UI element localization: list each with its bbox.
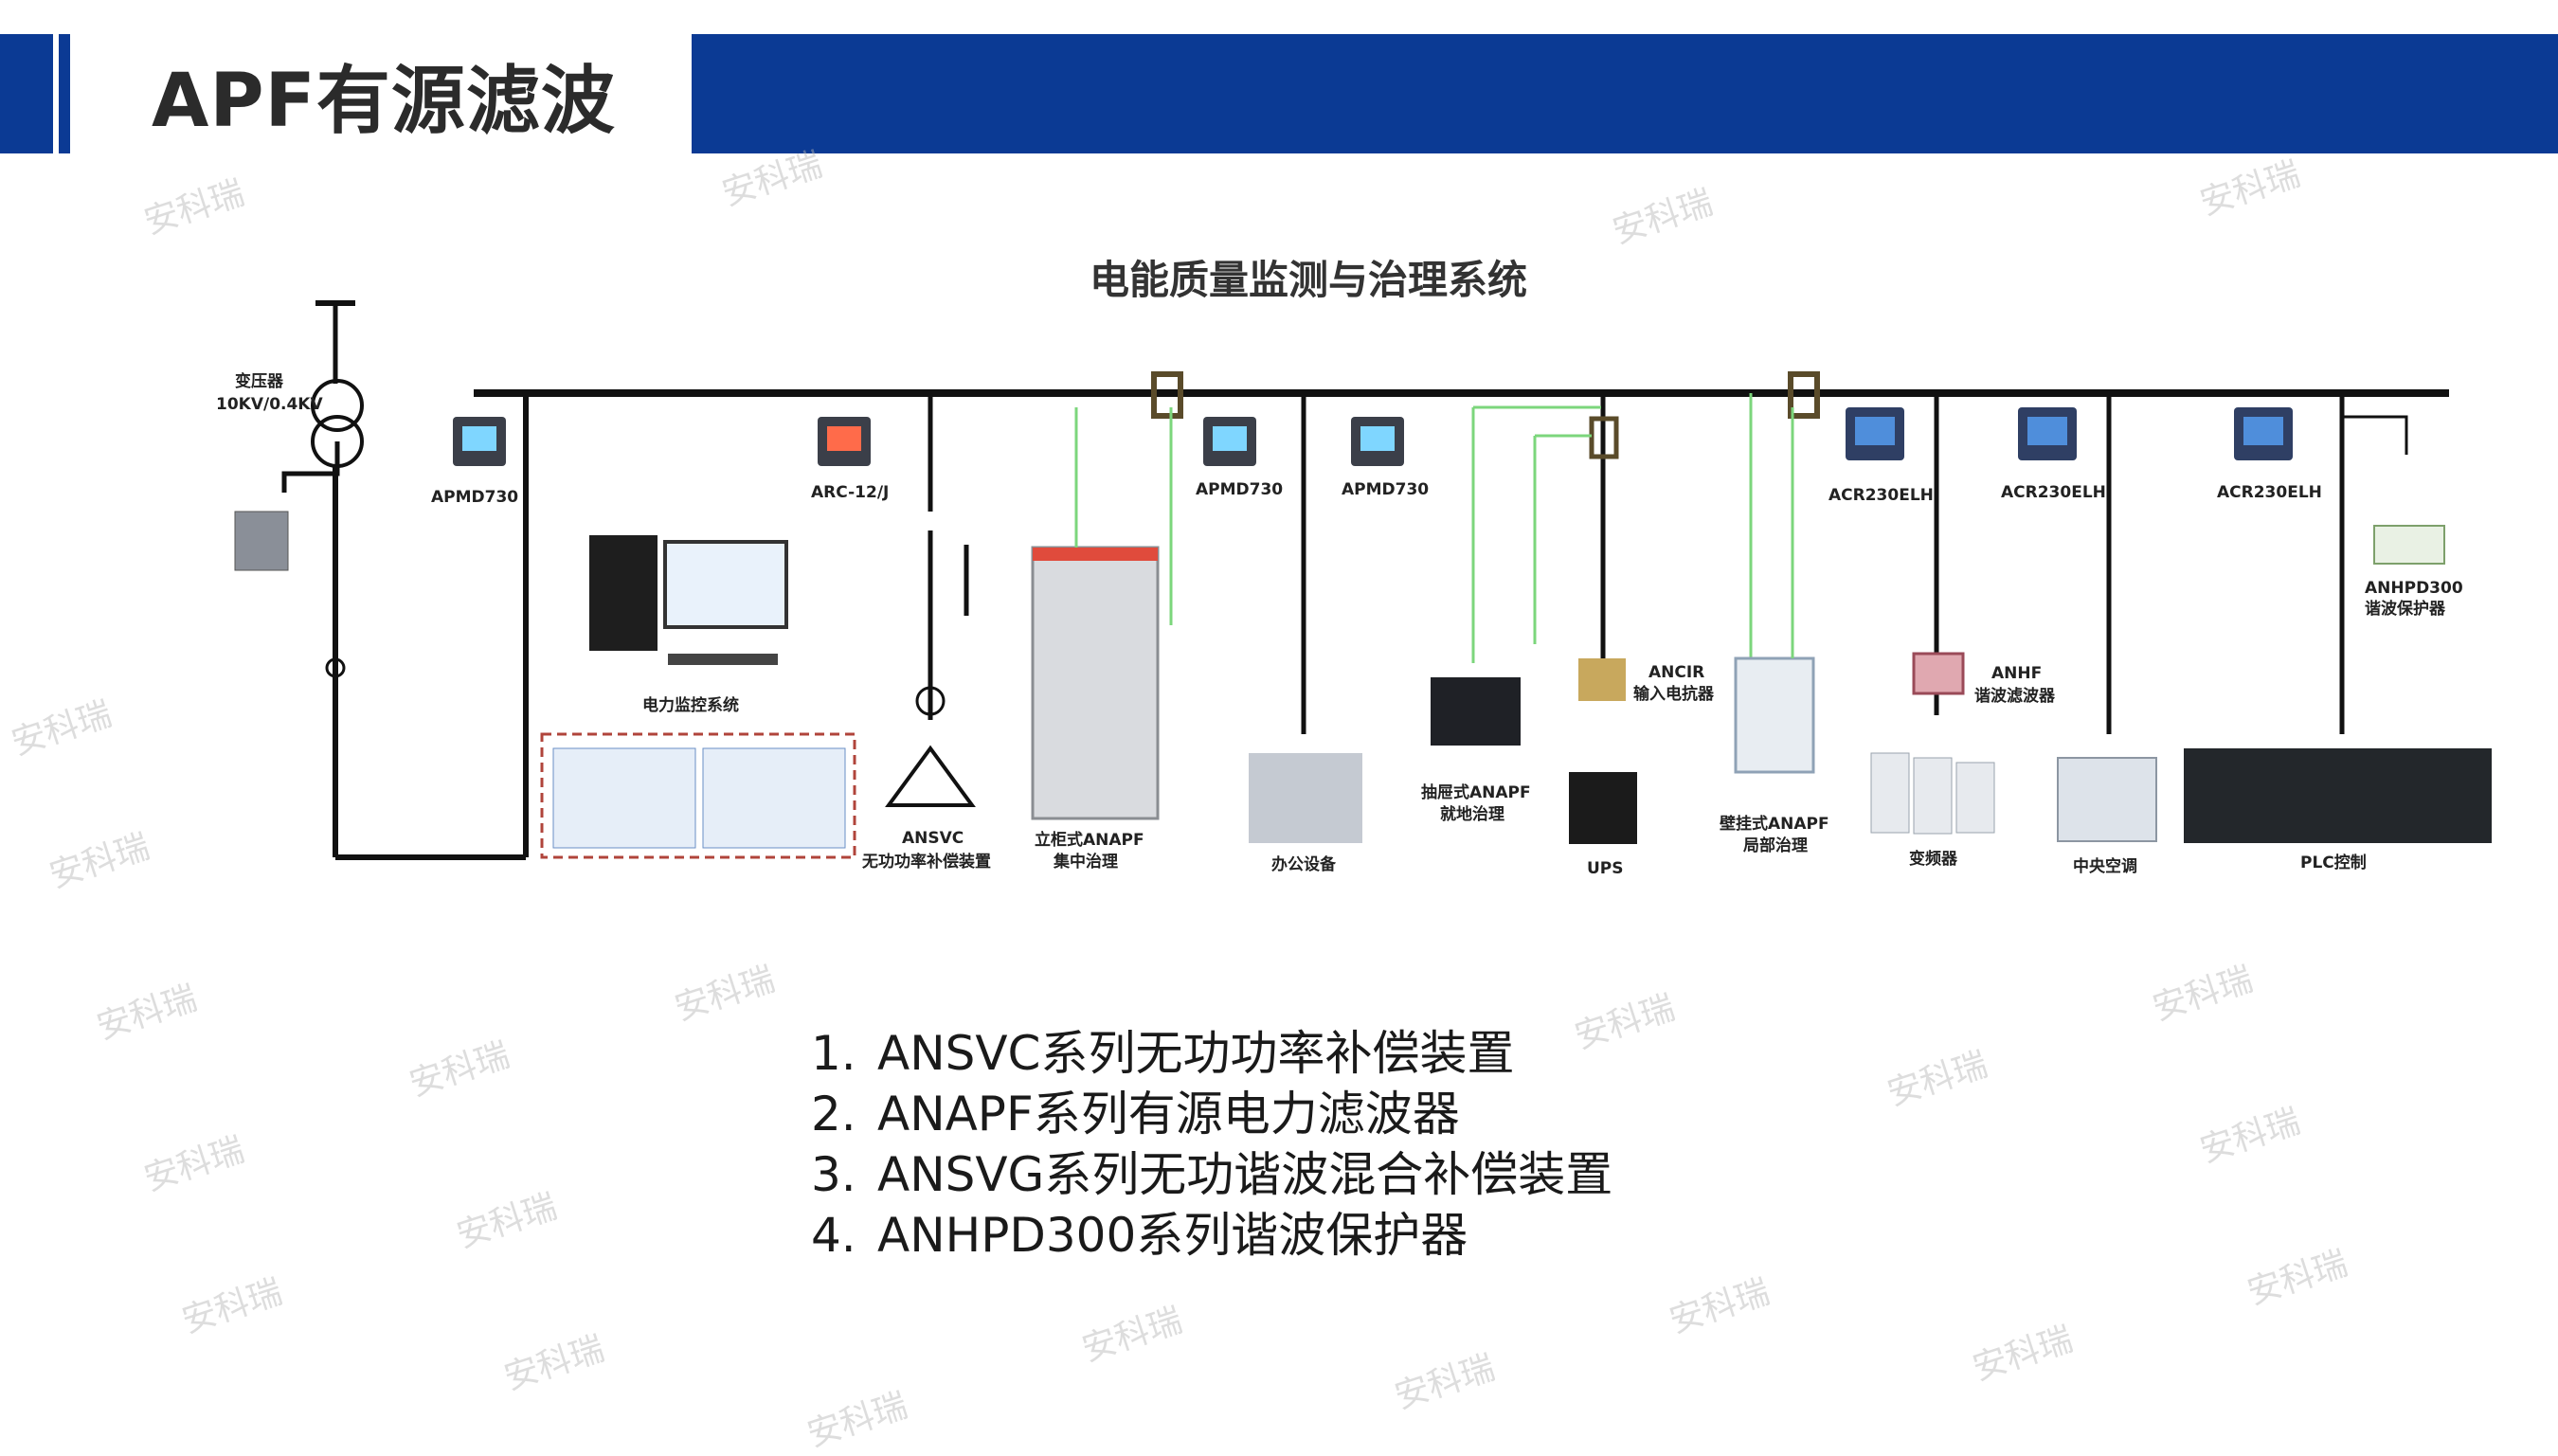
transformer-photo-icon [234, 511, 289, 571]
label-anhf-2: 谐波滤波器 [1974, 686, 2056, 706]
label-cabinet-apf-2: 集中治理 [1053, 852, 1118, 872]
label-ansvc-name: ANSVC [902, 829, 964, 848]
bus-ct-icon [1151, 371, 1183, 419]
ups-icon [1569, 772, 1637, 844]
scada-screen-icon [702, 747, 846, 849]
label-apmd-1: APMD730 [431, 488, 518, 507]
label-apmd-3: APMD730 [1342, 480, 1429, 499]
slide-title: APF有源滤波 [152, 59, 616, 144]
server-icon [589, 535, 658, 651]
label-cabinet-apf-1: 立柜式ANAPF [1035, 830, 1144, 850]
label-acr-1: ACR230ELH [1828, 486, 1934, 505]
scada-screen-icon [552, 747, 696, 849]
label-wall-apf-2: 局部治理 [1743, 836, 1808, 855]
list-item: 2.ANAPF系列有源电力滤波器 [811, 1087, 1460, 1141]
bus-ct-icon [1788, 371, 1820, 419]
label-transformer: 变压器 [235, 371, 284, 391]
ct-symbol-icon [325, 657, 346, 678]
branch-ct-icon [1589, 416, 1619, 459]
inverter-icon [1870, 752, 1910, 834]
header-accent-bar [0, 34, 53, 153]
drawer-apf-icon [1431, 677, 1521, 746]
header-accent-bar-thin [59, 34, 70, 153]
label-ancir-2: 输入电抗器 [1633, 684, 1715, 704]
label-drawer-apf-1: 抽屉式ANAPF [1421, 782, 1531, 802]
header-banner [692, 34, 2558, 153]
plc-rack-icon [2184, 748, 2492, 843]
label-anhpd-2: 谐波保护器 [2365, 599, 2446, 619]
keyboard-icon [668, 654, 778, 665]
office-photo-icon [1249, 753, 1362, 843]
label-anhpd-1: ANHPD300 [2365, 579, 2463, 598]
diagram-title: 电能质量监测与治理系统 [1090, 257, 1528, 303]
label-monitor-system: 电力监控系统 [642, 695, 739, 715]
label-inverter: 变频器 [1909, 849, 1958, 869]
label-hvac: 中央空调 [2073, 856, 2137, 876]
reactor-icon [1578, 658, 1626, 701]
wall-apf-icon [1734, 656, 1815, 774]
monitor-icon [663, 540, 788, 629]
anhf-filter-icon [1912, 652, 1965, 695]
list-item: 3.ANSVG系列无功谐波混合补偿装置 [811, 1147, 1613, 1202]
hvac-icon [2057, 757, 2157, 842]
label-office: 办公设备 [1271, 854, 1337, 874]
label-transformer-rating: 10KV/0.4KV [216, 395, 323, 414]
label-arc: ARC-12/J [811, 483, 889, 502]
list-item: 1.ANSVC系列无功功率补偿装置 [811, 1026, 1515, 1081]
list-item: 4.ANHPD300系列谐波保护器 [811, 1208, 1468, 1263]
label-plc: PLC控制 [2300, 853, 2367, 872]
label-acr-2: ACR230ELH [2001, 483, 2106, 502]
product-list: 1.ANSVC系列无功功率补偿装置 2.ANAPF系列有源电力滤波器 3.ANS… [811, 1023, 1612, 1266]
label-drawer-apf-2: 就地治理 [1440, 804, 1504, 824]
capacitor-bank-icon [885, 745, 976, 807]
label-apmd-2: APMD730 [1196, 480, 1283, 499]
anhpd-icon [2373, 525, 2445, 565]
label-ansvc-desc: 无功功率补偿装置 [861, 852, 991, 872]
label-wall-apf-1: 壁挂式ANAPF [1720, 814, 1829, 834]
label-ancir-1: ANCIR [1648, 663, 1704, 682]
transformer-primary-icon [311, 379, 364, 432]
label-acr-3: ACR230ELH [2217, 483, 2322, 502]
transformer-tap [281, 441, 340, 493]
label-ups: UPS [1587, 859, 1624, 878]
scada-screens-frame [540, 732, 856, 859]
label-anhf-1: ANHF [1991, 664, 2042, 683]
cabinet-apf-icon [1031, 546, 1160, 820]
